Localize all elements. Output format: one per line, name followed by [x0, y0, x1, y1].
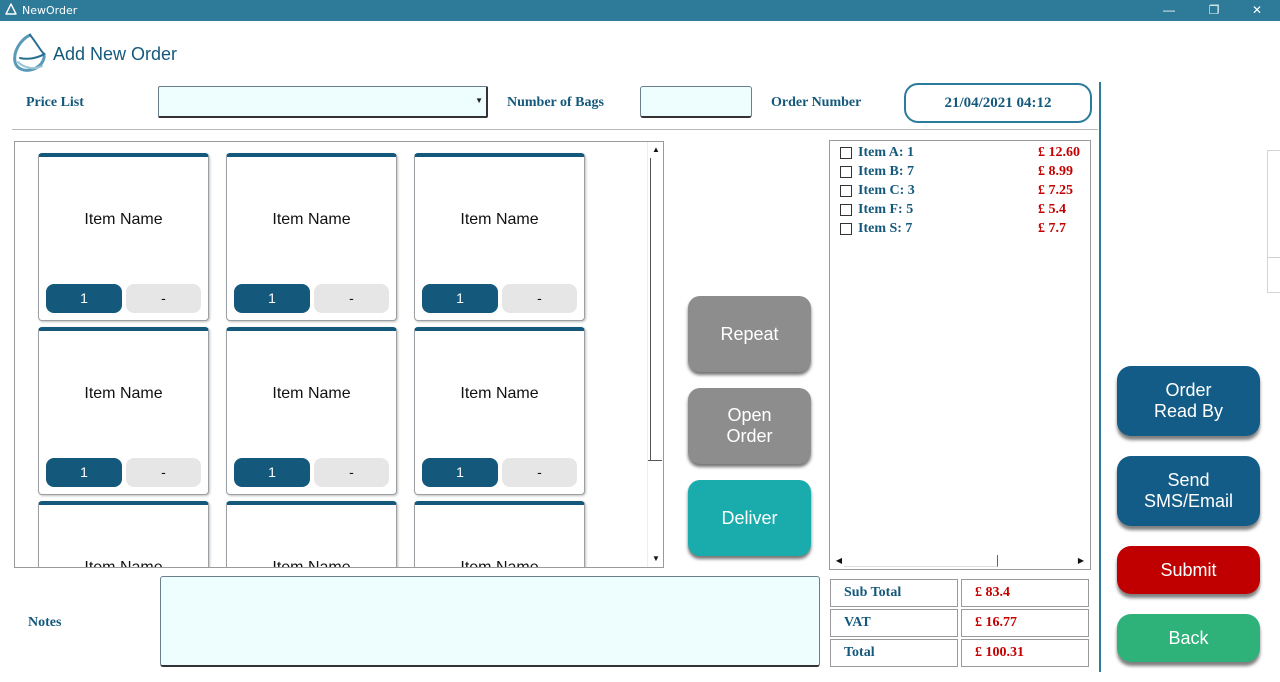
- item-qty-button[interactable]: 1: [46, 284, 122, 313]
- item-qty-button[interactable]: 1: [234, 284, 310, 313]
- order-item-price: £ 7.7: [1038, 221, 1066, 236]
- item-card-name: Item Name: [84, 385, 163, 402]
- submit-button[interactable]: Submit: [1117, 546, 1260, 594]
- order-item-name: Item C: 3: [858, 183, 915, 198]
- item-minus-button[interactable]: -: [126, 284, 201, 313]
- close-button[interactable]: ✕: [1251, 3, 1263, 17]
- subtotal-label: Sub Total: [830, 579, 958, 607]
- order-item-price: £ 5.4: [1038, 202, 1066, 217]
- item-qty-button[interactable]: 1: [234, 458, 310, 487]
- item-minus-button[interactable]: -: [314, 458, 389, 487]
- item-card-name: Item Name: [272, 211, 351, 228]
- item-grid[interactable]: Item Name 1 - Item Name 1 - Item Name 1 …: [14, 141, 664, 568]
- item-grid-scrollbar[interactable]: ▲ ▼: [647, 142, 663, 567]
- header-divider: [12, 129, 1098, 130]
- scroll-right-icon[interactable]: ▶: [1077, 556, 1085, 565]
- scrollbar-thumb-end: [648, 460, 662, 461]
- scrollbar-thumb[interactable]: [650, 158, 651, 460]
- title-bar: NewOrder — ❐ ✕: [0, 0, 1280, 21]
- scroll-up-icon[interactable]: ▲: [652, 145, 660, 154]
- order-item-price: £ 12.60: [1038, 145, 1080, 160]
- order-number-label: Order Number: [771, 95, 862, 110]
- item-qty-button[interactable]: 1: [46, 458, 122, 487]
- chevron-down-icon: ▼: [475, 96, 483, 105]
- notes-label: Notes: [28, 615, 62, 630]
- price-list-label: Price List: [26, 95, 84, 110]
- minimize-button[interactable]: —: [1163, 3, 1175, 17]
- item-card[interactable]: Item Name 1 -: [38, 501, 209, 567]
- order-item-name: Item B: 7: [858, 164, 914, 179]
- item-card-name: Item Name: [227, 559, 396, 567]
- side-edge-panel: [1267, 150, 1280, 293]
- order-item-row[interactable]: Item F: 5 £ 5.4: [840, 200, 1090, 219]
- back-button[interactable]: Back: [1117, 614, 1260, 662]
- side-divider: [1099, 82, 1101, 672]
- order-item-row[interactable]: Item B: 7 £ 8.99: [840, 162, 1090, 181]
- order-item-checkbox[interactable]: [840, 223, 852, 235]
- order-items-viewport: Item A: 1 £ 12.60 Item B: 7 £ 8.99 Item …: [830, 141, 1090, 553]
- item-card-name: Item Name: [272, 385, 351, 402]
- vat-value: £ 16.77: [961, 609, 1089, 637]
- deliver-button[interactable]: Deliver: [688, 480, 811, 556]
- repeat-button[interactable]: Repeat: [688, 296, 811, 372]
- order-item-checkbox[interactable]: [840, 147, 852, 159]
- scroll-left-icon[interactable]: ◀: [835, 556, 843, 565]
- order-items-hscrollbar[interactable]: ◀ ▶: [830, 553, 1090, 569]
- total-value: £ 100.31: [961, 639, 1089, 667]
- item-card[interactable]: Item Name 1 -: [38, 327, 209, 495]
- window-title: NewOrder: [22, 4, 78, 17]
- order-item-checkbox[interactable]: [840, 185, 852, 197]
- hscrollbar-thumb[interactable]: [844, 555, 998, 567]
- item-card[interactable]: Item Name 1 -: [414, 327, 585, 495]
- notes-input[interactable]: [160, 576, 820, 667]
- scroll-down-icon[interactable]: ▼: [652, 554, 660, 563]
- order-item-name: Item A: 1: [858, 145, 914, 160]
- item-minus-button[interactable]: -: [314, 284, 389, 313]
- send-sms-email-button[interactable]: Send SMS/Email: [1117, 456, 1260, 526]
- vat-label: VAT: [830, 609, 958, 637]
- order-item-name: Item F: 5: [858, 202, 914, 217]
- app-logo-icon: [5, 3, 17, 15]
- item-card-name: Item Name: [39, 559, 208, 567]
- item-card-name: Item Name: [415, 559, 584, 567]
- order-item-name: Item S: 7: [858, 221, 913, 236]
- order-item-row[interactable]: Item S: 7 £ 7.7: [840, 219, 1090, 238]
- item-qty-button[interactable]: 1: [422, 284, 498, 313]
- item-card-name: Item Name: [84, 211, 163, 228]
- item-minus-button[interactable]: -: [502, 458, 577, 487]
- item-grid-viewport: Item Name 1 - Item Name 1 - Item Name 1 …: [15, 142, 648, 567]
- subtotal-value: £ 83.4: [961, 579, 1089, 607]
- bags-input[interactable]: [640, 86, 752, 118]
- total-label: Total: [830, 639, 958, 667]
- item-card[interactable]: Item Name 1 -: [226, 153, 397, 321]
- item-minus-button[interactable]: -: [126, 458, 201, 487]
- order-item-price: £ 8.99: [1038, 164, 1073, 179]
- company-logo-icon: [13, 33, 46, 72]
- item-card[interactable]: Item Name 1 -: [38, 153, 209, 321]
- page-title: Add New Order: [53, 44, 178, 64]
- order-number-value: 21/04/2021 04:12: [904, 83, 1092, 123]
- order-item-checkbox[interactable]: [840, 204, 852, 216]
- item-card[interactable]: Item Name 1 -: [226, 501, 397, 567]
- order-item-row[interactable]: Item C: 3 £ 7.25: [840, 181, 1090, 200]
- open-order-button[interactable]: Open Order: [688, 388, 811, 464]
- order-item-price: £ 7.25: [1038, 183, 1073, 198]
- item-minus-button[interactable]: -: [502, 284, 577, 313]
- bags-label: Number of Bags: [507, 95, 604, 110]
- order-item-row[interactable]: Item A: 1 £ 12.60: [840, 143, 1090, 162]
- order-items-list[interactable]: Item A: 1 £ 12.60 Item B: 7 £ 8.99 Item …: [829, 140, 1091, 570]
- item-card-name: Item Name: [460, 211, 539, 228]
- item-card[interactable]: Item Name 1 -: [414, 501, 585, 567]
- item-qty-button[interactable]: 1: [422, 458, 498, 487]
- order-item-checkbox[interactable]: [840, 166, 852, 178]
- price-list-select[interactable]: ▼: [158, 86, 488, 118]
- order-read-by-button[interactable]: Order Read By: [1117, 366, 1260, 436]
- edge-panel-divider: [1268, 257, 1280, 258]
- item-card[interactable]: Item Name 1 -: [226, 327, 397, 495]
- item-card[interactable]: Item Name 1 -: [414, 153, 585, 321]
- maximize-button[interactable]: ❐: [1208, 3, 1220, 17]
- item-card-name: Item Name: [460, 385, 539, 402]
